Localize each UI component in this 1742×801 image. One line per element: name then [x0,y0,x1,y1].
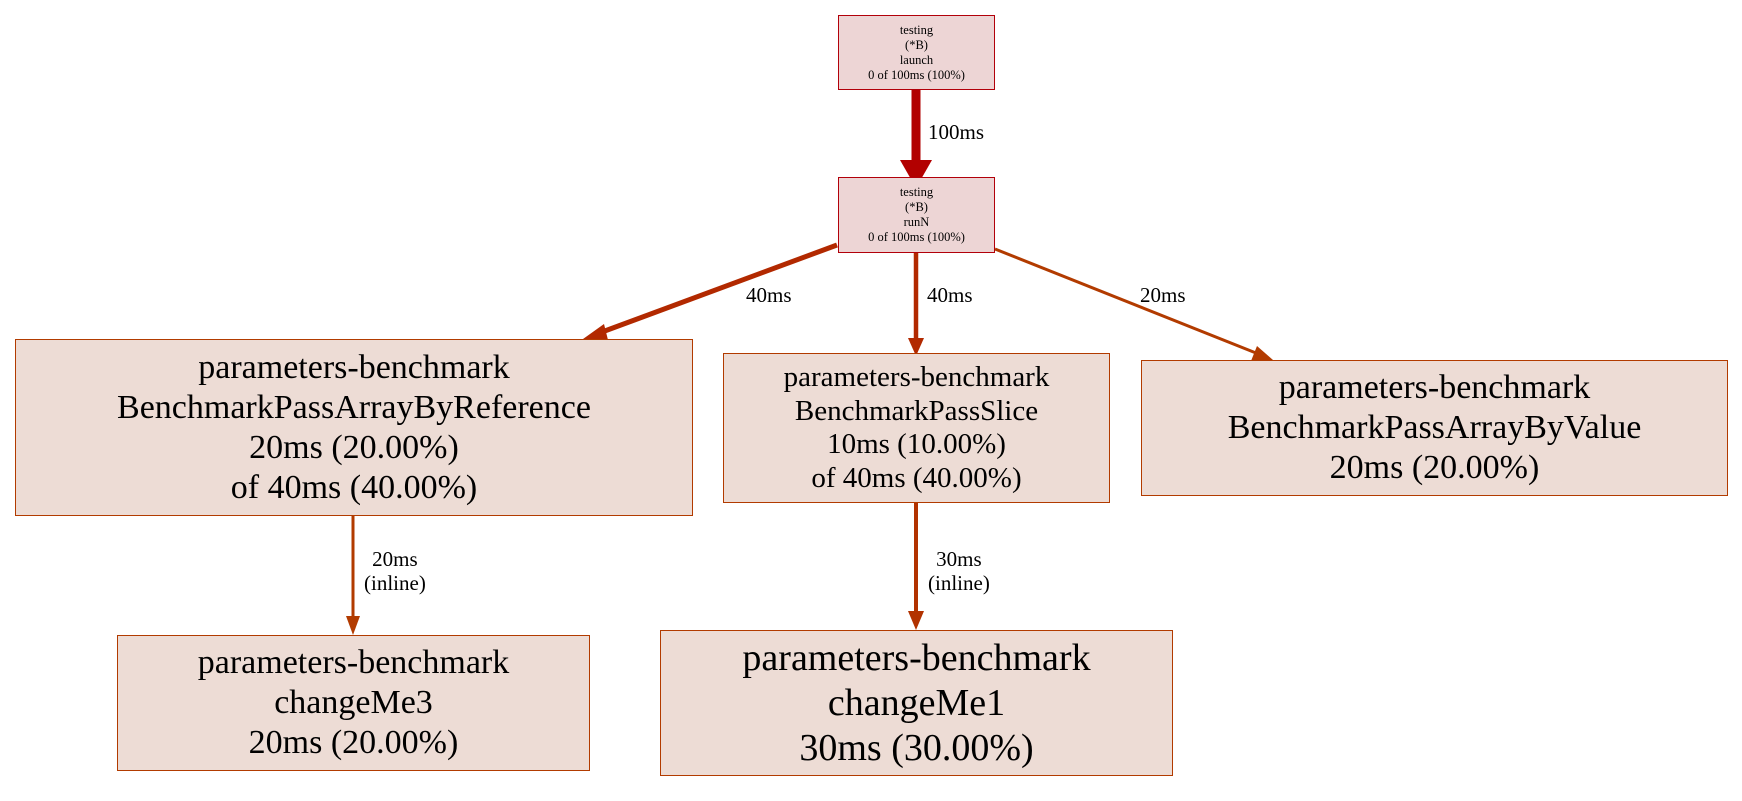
node-function: changeMe1 [827,681,1006,724]
node-launch[interactable]: testing (*B) launch 0 of 100ms (100%) [838,15,995,90]
node-change-me3[interactable]: parameters-benchmark changeMe3 20ms (20.… [117,635,590,771]
edge-line [601,242,838,335]
node-package: parameters-benchmark [783,361,1050,393]
node-package: parameters-benchmark [197,644,510,681]
edge-slice-to-change-me1 [908,503,924,630]
edge-arrowhead [908,611,924,630]
node-cum-cost: of 40ms (40.00%) [811,461,1022,494]
edge-label-runN-to-slice: 40ms [927,283,973,307]
node-cost: 0 of 100ms (100%) [868,67,965,82]
node-package: parameters-benchmark [1278,369,1591,406]
node-cum-cost: of 40ms (40.00%) [230,468,478,506]
node-receiver: (*B) [905,37,928,52]
node-package: testing [899,185,934,199]
node-runN[interactable]: testing (*B) runN 0 of 100ms (100%) [838,177,995,253]
node-function: BenchmarkPassArrayByReference [117,388,591,426]
edge-arrowhead [1251,346,1273,361]
node-cost: 0 of 100ms (100%) [868,230,965,244]
edge-arrowhead [908,338,924,356]
node-receiver: (*B) [905,200,928,214]
node-flat-cost: 10ms (10.00%) [827,428,1006,460]
edge-label-text: 30ms [936,547,982,571]
node-package: parameters-benchmark [198,348,510,386]
node-benchmark-pass-array-by-value[interactable]: parameters-benchmark BenchmarkPassArrayB… [1141,360,1728,496]
node-package: parameters-benchmark [742,636,1091,679]
node-benchmark-pass-slice[interactable]: parameters-benchmark BenchmarkPassSlice … [723,353,1110,503]
edge-label-text: 20ms [372,547,418,571]
node-function: changeMe3 [274,684,433,721]
edge-arrowhead [583,324,608,340]
node-flat-cost: 20ms (20.00%) [248,724,459,761]
edge-label-subtext: (inline) [928,571,990,595]
node-flat-cost: 30ms (30.00%) [799,726,1034,769]
node-change-me1[interactable]: parameters-benchmark changeMe1 30ms (30.… [660,630,1173,776]
edge-label-text: 20ms [1140,283,1186,307]
edge-runN-to-reference [583,242,838,340]
node-flat-cost: 20ms (20.00%) [249,428,459,466]
edge-label-launch-to-runN: 100ms [928,120,984,144]
edge-arrowhead [346,616,360,635]
edge-label-text: 100ms [928,120,985,144]
edge-label-slice-to-change-me1: 30ms (inline) [928,547,990,595]
node-flat-cost: 20ms (20.00%) [1329,449,1540,486]
node-function: BenchmarkPassArrayByValue [1227,409,1642,446]
node-function: BenchmarkPassSlice [794,394,1039,427]
edge-label-reference-to-change-me3: 20ms (inline) [364,547,426,595]
edge-label-text: 40ms [927,283,973,307]
edge-label-text: 40ms [746,283,792,307]
edge-launch-to-runN [900,90,932,188]
edge-label-subtext: (inline) [364,571,426,595]
node-function: launch [899,52,934,67]
edge-label-runN-to-value: 20ms [1140,283,1186,307]
edge-reference-to-change-me3 [346,516,360,635]
node-package: testing [899,22,934,37]
edge-label-runN-to-reference: 40ms [746,283,792,307]
edge-runN-to-slice [908,253,924,356]
edge-arrowhead [900,160,932,188]
edge-runN-to-value [994,247,1273,361]
edge-line [994,247,1257,355]
node-function: runN [903,215,930,229]
node-benchmark-pass-array-by-reference[interactable]: parameters-benchmark BenchmarkPassArrayB… [15,339,693,516]
